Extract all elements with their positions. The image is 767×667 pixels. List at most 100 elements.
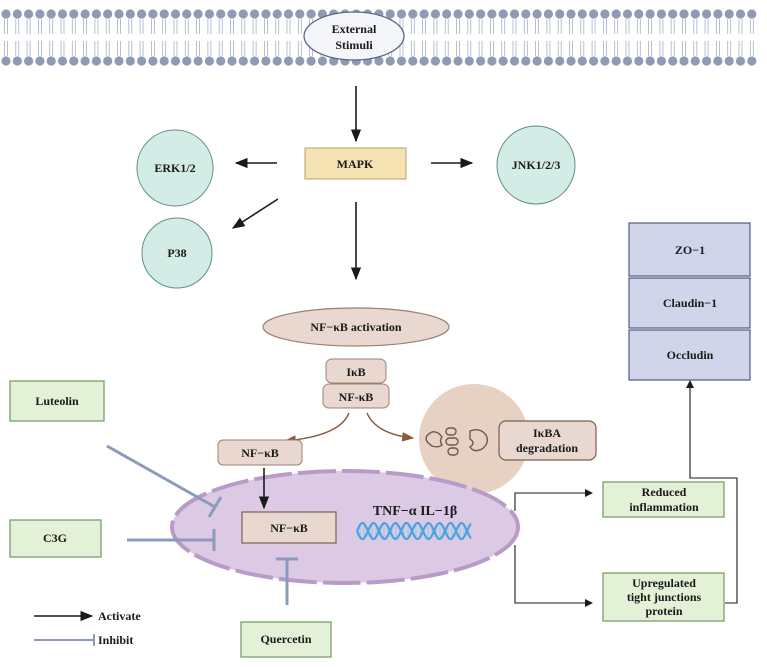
tight-junction-stack: ZO−1 Claudin−1 Occludin — [628, 222, 751, 381]
lipid-head — [137, 9, 147, 19]
inflammation-label: inflammation — [629, 500, 699, 514]
cytokines-label: TNF−α IL−1β — [373, 504, 457, 519]
lipid-head — [747, 56, 757, 66]
nfkb-nuclear-box — [241, 511, 337, 544]
lipid-head — [702, 9, 712, 19]
legend-activate-label: Activate — [98, 609, 141, 623]
ikba-degradation-box — [498, 420, 597, 461]
dna-strand — [355, 521, 472, 541]
lipid-head — [148, 56, 158, 66]
lipid-head — [306, 9, 316, 19]
reduced-label: Reduced — [642, 485, 687, 499]
nucleus — [170, 469, 520, 585]
lipid-head — [690, 9, 700, 19]
lipid-head — [509, 9, 520, 19]
lipid-head — [306, 56, 316, 66]
lipid-head — [103, 56, 113, 66]
lipid-head — [182, 56, 192, 66]
lipid-head — [430, 56, 440, 66]
quercetin-label: Quercetin — [260, 632, 311, 646]
lipid-head — [46, 56, 56, 66]
lipid-head — [69, 9, 79, 19]
lipid-head — [216, 9, 226, 19]
lipid-head — [238, 56, 248, 66]
lipid-head — [600, 56, 610, 66]
nfkb-activation-label: NF−κB activation — [310, 320, 401, 334]
lipid-head — [385, 56, 395, 66]
nfkb-activation-node — [262, 307, 450, 347]
lipid-head — [114, 56, 124, 66]
lipid-head — [509, 56, 520, 66]
occludin-label: Occludin — [667, 348, 714, 362]
arrowhead-to-upregulated — [585, 599, 593, 607]
lipid-head — [91, 56, 101, 66]
lipid-head — [656, 9, 667, 19]
inhibit-quercetin — [276, 557, 298, 605]
inhibit-c3g — [127, 529, 216, 551]
lipid-head — [430, 9, 440, 19]
lipid-head — [735, 56, 746, 66]
external-stimuli-node — [303, 11, 405, 61]
lipid-head — [114, 9, 124, 19]
lipid-head — [1, 56, 11, 66]
erk-label: ERK1/2 — [154, 161, 195, 175]
lipid-head — [464, 56, 474, 66]
lipid-head — [555, 9, 565, 19]
dna-strand — [355, 521, 472, 541]
lipid-head — [611, 56, 621, 66]
lipid-head — [227, 9, 237, 19]
lipid-head — [442, 56, 452, 66]
lipid-head — [46, 9, 56, 19]
external-stimuli-label-1: External — [332, 22, 377, 36]
lipid-head — [272, 56, 282, 66]
lipid-head — [442, 9, 452, 19]
dna-helix-icon — [355, 521, 472, 541]
p38-label: P38 — [167, 246, 186, 260]
nfkb-cytoplasm-box — [217, 439, 303, 466]
lipid-head — [408, 9, 418, 19]
jnk-label: JNK1/2/3 — [512, 158, 561, 172]
lipid-head — [57, 56, 68, 66]
lipid-head — [589, 9, 599, 19]
lipid-head — [543, 9, 554, 19]
lipid-head — [24, 9, 34, 19]
nfkb-cytoplasm-label: NF−κB — [241, 446, 279, 460]
lipid-head — [419, 56, 429, 66]
lipid-head — [521, 9, 531, 19]
lipid-head — [1, 9, 11, 19]
lipid-head — [419, 9, 429, 19]
lipid-head — [713, 9, 723, 19]
lipid-head — [182, 9, 192, 19]
lipid-head — [476, 56, 486, 66]
lipid-head — [702, 56, 712, 66]
tight-junctions-label: tight junctions — [627, 590, 702, 604]
lipid-head — [634, 9, 644, 19]
lipid-head — [24, 56, 34, 66]
lipid-head — [589, 56, 599, 66]
lipid-head — [204, 9, 214, 19]
lipid-head — [193, 56, 203, 66]
degradation-label: degradation — [516, 441, 578, 455]
lipid-head — [374, 56, 384, 66]
ikb-label: IκB — [346, 365, 365, 379]
lipid-head — [724, 56, 734, 66]
degraded-fragments-icon — [425, 427, 489, 456]
lipid-head — [453, 9, 463, 19]
lipid-head — [577, 9, 587, 19]
lipid-head — [91, 9, 101, 19]
arrow-complex-to-degradation — [366, 412, 415, 442]
lipid-head — [408, 56, 418, 66]
legend: Activate Inhibit — [34, 609, 141, 647]
lipid-head — [125, 9, 135, 19]
lipid-head — [159, 9, 169, 19]
lipid-head — [679, 56, 689, 66]
lipid-head — [396, 56, 407, 66]
lipid-head — [193, 9, 203, 19]
lipid-head — [170, 56, 181, 66]
inhibit-luteolin — [106, 444, 223, 518]
lipid-head — [148, 9, 158, 19]
lipid-head — [577, 56, 587, 66]
nfkb-complex-label: NF-κB — [339, 390, 374, 404]
lipid-head — [295, 56, 305, 66]
